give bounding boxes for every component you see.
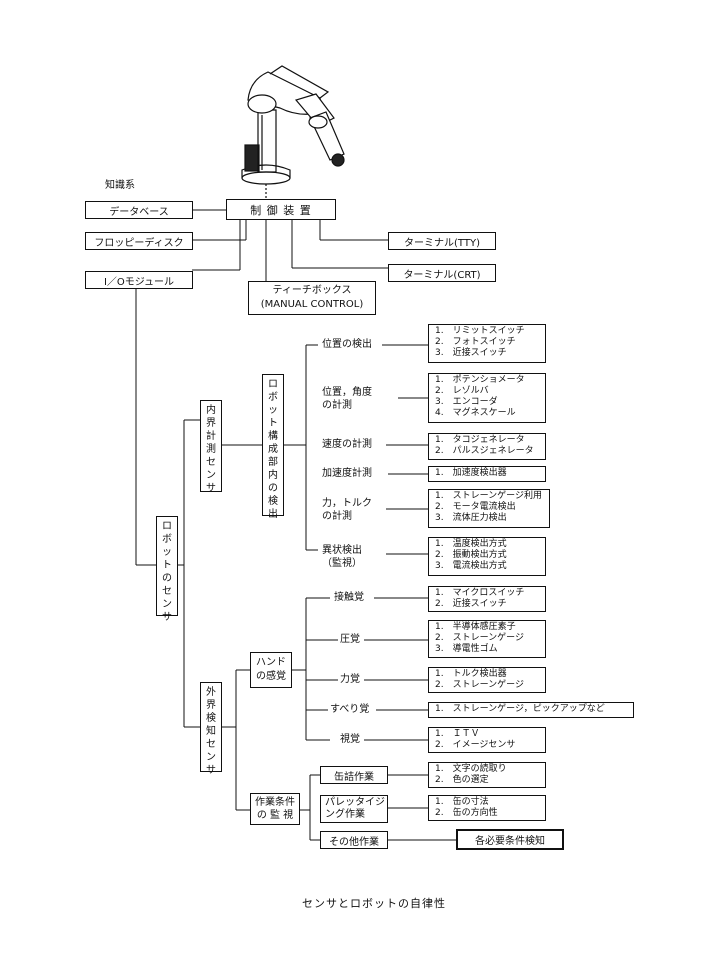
hand-label-vision: 視覚 [340, 734, 360, 745]
work-condition-line1: 作業条件 [255, 797, 295, 808]
hand-label-touch: 接触覚 [334, 592, 364, 603]
list-item: 1. 半導体感圧素子 [435, 622, 516, 632]
io-module-box: I／Oモジュール [85, 271, 193, 289]
work-condition-box: 作業条件 の 監 視 [250, 793, 300, 825]
internal-label-angle-2: の計測 [322, 400, 352, 411]
list-item: 2. 振動検出方式 [435, 550, 507, 560]
teach-box-line1: ティーチボックス [272, 285, 352, 296]
hand-sense-line1: ハンド [256, 657, 286, 668]
list-item: 2. レゾルバ [435, 386, 489, 396]
robot-internal-detect-label: ロボット構成部内の検出 [268, 379, 278, 520]
internal-label-speed: 速度の計測 [322, 439, 372, 450]
internal-list-angle: 1. ポテンショメータ 2. レゾルバ 3. エンコーダ 4. マグネスケール [428, 373, 546, 423]
internal-list-position: 1. リミットスイッチ 2. フォトスイッチ 3. 近接スイッチ [428, 324, 546, 363]
teach-box: ティーチボックス (MANUAL CONTROL) [248, 281, 376, 315]
internal-list-anomaly: 1. 温度検出方式 2. 振動検出方式 3. 電流検出方式 [428, 537, 546, 576]
work-box-palletizing: パレッタイジ ング作業 [320, 795, 388, 823]
list-item: 1. 温度検出方式 [435, 539, 507, 549]
floppy-disk-box: フロッピーディスク [85, 232, 193, 250]
work-condition-line2: の 監 視 [256, 810, 294, 821]
work-list-other: 各必要条件検知 [456, 829, 564, 850]
hand-list-slip: 1. ストレーンゲージ，ピックアップなど [428, 702, 634, 718]
internal-list-force: 1. ストレーンゲージ利用 2. モータ電流検出 3. 流体圧力検出 [428, 489, 550, 528]
robot-arm-icon [241, 65, 345, 200]
work-box-canning: 缶詰作業 [320, 766, 388, 784]
list-item: 1. タコジェネレータ [435, 435, 525, 445]
work-palletizing-line2: ング作業 [325, 809, 365, 820]
internal-label-anomaly-1: 異状検出 [322, 545, 362, 556]
internal-label-position: 位置の検出 [322, 339, 372, 350]
list-item: 2. 近接スイッチ [435, 599, 507, 609]
robot-sensor-label: ロボットのセンサ [162, 521, 172, 623]
list-item: 4. マグネスケール [435, 408, 516, 418]
list-item: 3. エンコーダ [435, 397, 498, 407]
hand-sense-box: ハンド の感覚 [250, 652, 292, 688]
list-item: 1. ストレーンゲージ利用 [435, 491, 542, 501]
list-item: 2. モータ電流検出 [435, 502, 516, 512]
list-item: 2. 缶の方向性 [435, 808, 498, 818]
teach-box-line2: (MANUAL CONTROL) [260, 299, 364, 310]
terminal-tty-box: ターミナル(TTY) [388, 232, 496, 250]
hand-list-force: 1. トルク検出器 2. ストレーンゲージ [428, 667, 546, 693]
internal-label-force-2: の計測 [322, 511, 352, 522]
database-box: データベース [85, 201, 193, 219]
hand-sense-line2: の感覚 [256, 671, 286, 682]
robot-internal-detect-box: ロボット構成部内の検出 [262, 374, 284, 520]
internal-list-accel: 1. 加速度検出器 [428, 466, 546, 482]
list-item: 3. 近接スイッチ [435, 348, 507, 358]
list-item: 3. 流体圧力検出 [435, 513, 507, 523]
external-sensor-box: 外界検知センサ [200, 682, 222, 776]
work-list-palletizing: 1. 缶の寸法 2. 缶の方向性 [428, 795, 546, 821]
list-item: 1. リミットスイッチ [435, 326, 525, 336]
list-item: 1. ストレーンゲージ，ピックアップなど [435, 704, 605, 714]
internal-label-accel: 加速度計測 [322, 468, 372, 479]
work-list-canning: 1. 文字の読取り 2. 色の選定 [428, 762, 546, 788]
list-item: 2. ストレーンゲージ [435, 633, 524, 643]
internal-label-angle-1: 位置，角度 [322, 387, 372, 398]
list-item: 2. ストレーンゲージ [435, 680, 524, 690]
list-item: 2. イメージセンサ [435, 740, 516, 750]
hand-label-pressure: 圧覚 [340, 634, 360, 645]
hand-list-vision: 1. ＩＴＶ 2. イメージセンサ [428, 727, 546, 753]
terminal-crt-box: ターミナル(CRT) [388, 264, 496, 282]
list-item: 1. ＩＴＶ [435, 729, 480, 739]
internal-label-anomaly-2: （監視） [322, 558, 362, 569]
list-item: 3. 導電性ゴム [435, 644, 498, 654]
robot-sensor-box: ロボットのセンサ [156, 516, 178, 623]
work-box-other: その他作業 [320, 831, 388, 849]
list-item: 2. パルスジェネレータ [435, 446, 534, 456]
internal-sensor-label: 内界計測センサ [206, 405, 216, 494]
list-item: 1. マイクロスイッチ [435, 588, 525, 598]
knowledge-label: 知識系 [105, 180, 135, 191]
hand-label-force: 力覚 [340, 674, 360, 685]
list-item: 1. 文字の読取り [435, 764, 507, 774]
external-sensor-label: 外界検知センサ [206, 687, 216, 776]
internal-sensor-box: 内界計測センサ [200, 400, 222, 494]
figure-caption: センサとロボットの自律性 [302, 897, 446, 910]
list-item: 3. 電流検出方式 [435, 561, 507, 571]
internal-list-speed: 1. タコジェネレータ 2. パルスジェネレータ [428, 433, 546, 460]
list-item: 1. 缶の寸法 [435, 797, 489, 807]
list-item: 1. トルク検出器 [435, 669, 507, 679]
hand-list-touch: 1. マイクロスイッチ 2. 近接スイッチ [428, 586, 546, 612]
work-palletizing-line1: パレッタイジ [325, 797, 385, 808]
hand-label-slip: すべり覚 [330, 704, 370, 715]
list-item: 2. フォトスイッチ [435, 337, 516, 347]
list-item: 1. ポテンショメータ [435, 375, 525, 385]
list-item: 2. 色の選定 [435, 775, 489, 785]
hand-list-pressure: 1. 半導体感圧素子 2. ストレーンゲージ 3. 導電性ゴム [428, 620, 546, 658]
controller-box: 制 御 装 置 [226, 199, 336, 220]
internal-label-force-1: 力，トルク [322, 498, 372, 509]
list-item: 1. 加速度検出器 [435, 468, 507, 478]
